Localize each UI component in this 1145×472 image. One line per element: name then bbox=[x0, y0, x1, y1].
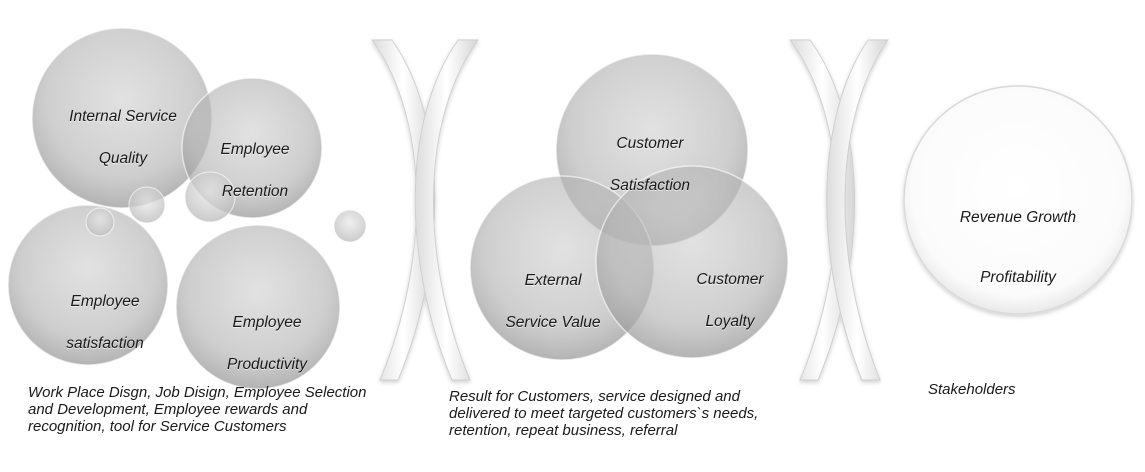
group2-circles bbox=[469, 53, 789, 361]
label-external-service-value: External Service Value bbox=[505, 272, 601, 331]
circle-employee-productivity bbox=[175, 224, 341, 390]
caption-group2: Result for Customers, service designed a… bbox=[449, 388, 759, 439]
separator-arcs-2 bbox=[789, 39, 889, 381]
small-bubble bbox=[333, 209, 367, 243]
separator-arcs-1 bbox=[371, 39, 479, 381]
right-arc bbox=[414, 39, 479, 381]
small-bubble bbox=[184, 171, 236, 223]
group1-circles bbox=[7, 27, 367, 390]
circle-revenue-profitability bbox=[903, 85, 1133, 315]
small-bubble bbox=[128, 186, 166, 224]
label-customer-satisfaction: Customer Satisfaction bbox=[609, 135, 691, 194]
circle-employee-satisfaction bbox=[7, 204, 169, 366]
label-employee-productivity: Employee Productivity bbox=[226, 314, 308, 373]
label-employee-retention: Employee Retention bbox=[220, 141, 290, 200]
right-arc bbox=[826, 39, 889, 381]
label-employee-satisfaction: Employee satisfaction bbox=[66, 293, 144, 352]
label-customer-loyalty: Customer Loyalty bbox=[696, 271, 764, 330]
group3-circles bbox=[903, 85, 1133, 315]
caption-group3: Stakeholders bbox=[928, 381, 1016, 398]
label-internal-service-quality: Internal Service Quality bbox=[69, 108, 177, 167]
circle-customer-loyalty bbox=[595, 165, 789, 359]
caption-group1: Work Place Disgn, Job Disign, Employee S… bbox=[28, 384, 367, 435]
label-revenue-profitability: Revenue Growth Profitability bbox=[959, 209, 1077, 286]
small-bubble bbox=[85, 207, 115, 237]
